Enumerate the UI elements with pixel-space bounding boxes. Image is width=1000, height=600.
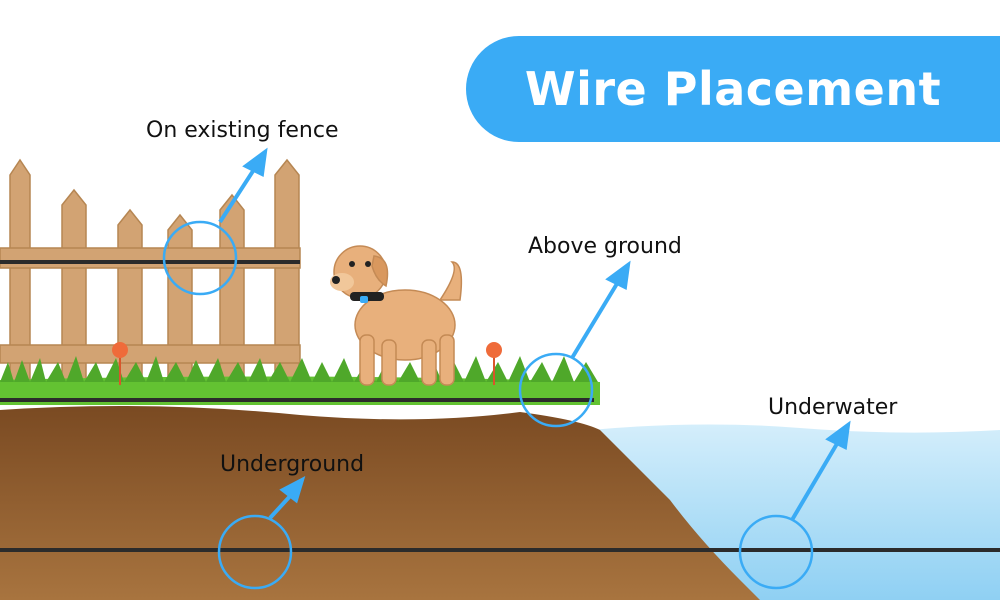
- page-title: Wire Placement: [524, 62, 942, 116]
- label-underground: Underground: [220, 452, 365, 477]
- fence-illustration: [0, 158, 301, 386]
- flag-marker-icon: [112, 342, 502, 385]
- label-on-existing-fence: On existing fence: [146, 118, 339, 143]
- dog-illustration: [330, 245, 463, 386]
- title-banner: Wire Placement: [466, 36, 1000, 142]
- label-above-ground: Above ground: [528, 234, 682, 259]
- arrow-icon: [218, 147, 851, 522]
- label-underwater: Underwater: [768, 395, 898, 420]
- highlight-circle: [162, 220, 814, 590]
